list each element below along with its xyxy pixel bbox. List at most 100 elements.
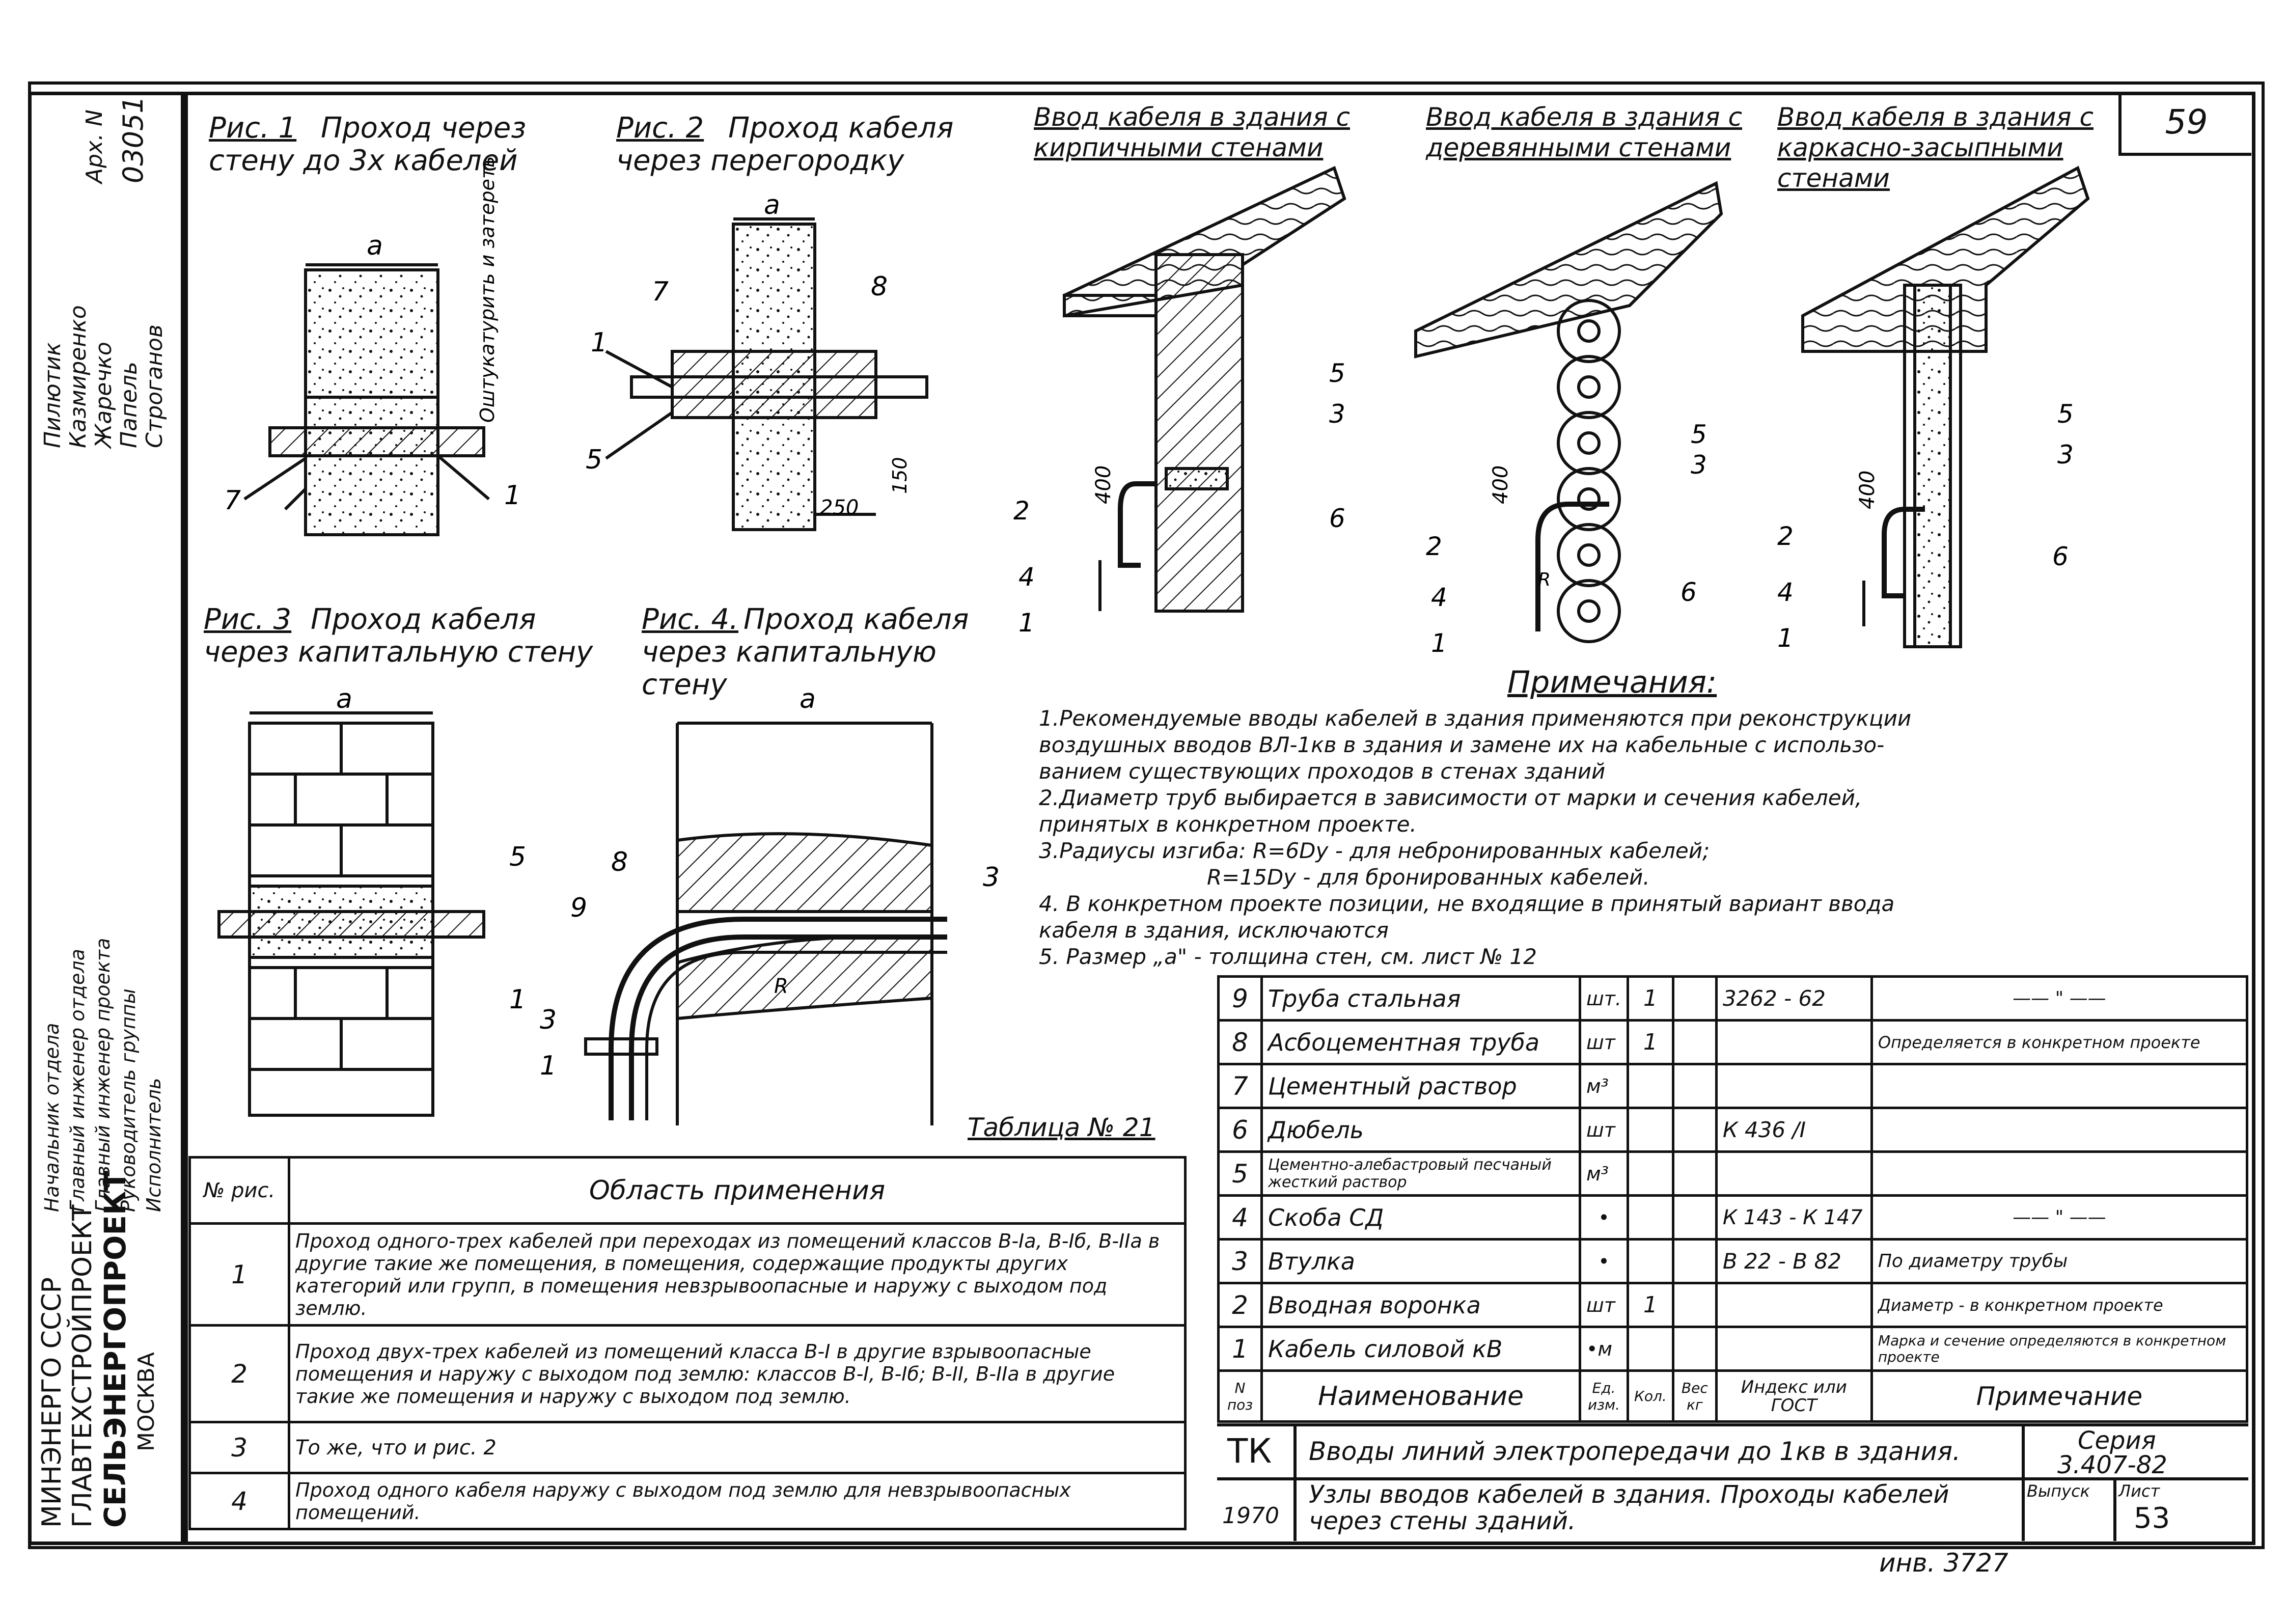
spec-weight — [1671, 1194, 1718, 1241]
fig3-title: Проход кабеля через капитальную стену — [204, 603, 593, 669]
spec-header-unit: Ед. изм. — [1579, 1369, 1629, 1423]
spec-index — [1715, 1150, 1873, 1197]
sheet-number-box: 59 — [2118, 92, 2251, 156]
drawing-frame — [181, 92, 2255, 1545]
fig2-dim: а — [764, 190, 780, 221]
entry3-callout-5: 5 — [2057, 399, 2074, 429]
fig1-note: Оштукатурить и затереть — [476, 156, 499, 423]
spec-index — [1715, 1282, 1873, 1328]
entry3-drawing — [1801, 166, 2090, 648]
spec-name: Труба стальная — [1260, 975, 1581, 1022]
fig1-callout-7: 7 — [224, 485, 241, 516]
title-line2: Узлы вводов кабелей в здания. Проходы ка… — [1309, 1480, 1949, 1535]
entry1-callout-5: 5 — [1329, 359, 1345, 388]
spec-index — [1715, 1019, 1873, 1065]
fig2-dim-150: 150 — [889, 457, 911, 494]
spec-weight — [1671, 1063, 1718, 1109]
spec-pos: 1 — [1217, 1326, 1263, 1372]
spec-pos: 5 — [1217, 1150, 1263, 1197]
spec-unit: шт — [1579, 1019, 1629, 1065]
entry2-title: Ввод кабеля в здания с деревянными стена… — [1426, 102, 1742, 162]
spec-index: 3262 - 62 — [1715, 975, 1873, 1022]
entry2-callout-4: 4 — [1431, 583, 1447, 612]
spec-unit: шт. — [1579, 975, 1629, 1022]
fig2-drawing — [605, 217, 928, 531]
fig1-label: Рис. 1 — [209, 112, 297, 145]
entry2-callout-1: 1 — [1431, 628, 1447, 658]
spec-pos: 7 — [1217, 1063, 1263, 1109]
fig1-title: Проход через стену до 3х кабелей — [209, 112, 527, 177]
spec-pos: 9 — [1217, 975, 1263, 1022]
spec-qty: 1 — [1627, 975, 1674, 1022]
spec-pos: 3 — [1217, 1238, 1263, 1284]
entry1-dim: 400 — [1092, 465, 1115, 504]
spec-name: Дюбель — [1260, 1107, 1581, 1153]
fig2-dim-250: 250 — [820, 496, 859, 519]
spec-note: —— " —— — [1870, 1194, 2249, 1241]
spec-name: Вводная воронка — [1260, 1282, 1581, 1328]
note-line: кабеля в здания, исключаются — [1039, 918, 1389, 943]
spec-pos: 4 — [1217, 1194, 1263, 1241]
sheet-value: 53 — [2134, 1502, 2170, 1535]
table21-header-n: № рис. — [188, 1156, 290, 1225]
left-strip — [28, 92, 188, 1545]
table21-row-n: 2 — [188, 1324, 290, 1423]
spec-index — [1715, 1063, 1873, 1109]
table21-row-text: То же, что и рис. 2 — [288, 1421, 1187, 1474]
spec-weight — [1671, 1150, 1718, 1197]
note-line: 2.Диаметр труб выбирается в зависимости … — [1039, 785, 1862, 810]
entry2-dim: 400 — [1489, 465, 1512, 504]
fig3-callout-5: 5 — [509, 842, 526, 872]
spec-unit: • — [1579, 1238, 1629, 1284]
spec-weight — [1671, 1107, 1718, 1153]
spec-unit: •м — [1579, 1326, 1629, 1372]
entry2-radius: R — [1538, 569, 1551, 590]
table21-row-n: 4 — [188, 1472, 290, 1530]
spec-pos: 8 — [1217, 1019, 1263, 1065]
note-line: принятых в конкретном проекте. — [1039, 812, 1417, 837]
spec-header-index: Индекс или ГОСТ — [1715, 1369, 1873, 1423]
issue-label: Выпуск — [2027, 1481, 2090, 1501]
fig4-callout-1: 1 — [540, 1051, 557, 1081]
fig3-label: Рис. 3 — [204, 603, 292, 636]
table21-row-n: 1 — [188, 1222, 290, 1327]
spec-name: Кабель силовой кВ — [1260, 1326, 1581, 1372]
fig4-callout-9: 9 — [570, 893, 587, 923]
entry3-callout-2: 2 — [1777, 521, 1794, 551]
sheet-number: 59 — [2165, 102, 2208, 142]
spec-note — [1870, 1150, 2249, 1197]
fig2-callout-8: 8 — [871, 271, 888, 302]
spec-name: Цементно-алебастровый песчаный жесткий р… — [1260, 1150, 1581, 1197]
entry1-drawing — [1063, 166, 1346, 613]
table21-title: Таблица № 21 — [968, 1113, 1155, 1142]
spec-pos: 6 — [1217, 1107, 1263, 1153]
fig2-title: Проход кабеля через перегородку — [616, 112, 954, 177]
spec-name: Втулка — [1260, 1238, 1581, 1284]
notes-title: Примечания: — [1507, 665, 1717, 700]
spec-note: Определяется в конкретном проекте — [1870, 1019, 2249, 1065]
spec-qty — [1627, 1063, 1674, 1109]
spec-note: Диаметр - в конкретном проекте — [1870, 1282, 2249, 1328]
spec-weight — [1671, 975, 1718, 1022]
spec-qty — [1627, 1326, 1674, 1372]
entry1-callout-6: 6 — [1329, 504, 1345, 533]
fig2-callout-5: 5 — [586, 445, 602, 475]
spec-note: По диаметру трубы — [1870, 1238, 2249, 1284]
spec-header-pos: N поз — [1217, 1369, 1263, 1423]
spec-header-name: Наименование — [1260, 1369, 1581, 1423]
fig4-callout-8: 8 — [611, 847, 628, 877]
series-label: Серия — [2078, 1426, 2156, 1455]
entry3-dim: 400 — [1856, 471, 1879, 509]
spec-qty — [1627, 1194, 1674, 1241]
note-line: 1.Рекомендуемые вводы кабелей в здания п… — [1039, 706, 1912, 731]
entry2-callout-3: 3 — [1691, 450, 1707, 480]
fig4-drawing — [584, 722, 947, 1125]
title-line1: Вводы линий электропередачи до 1кв в зда… — [1309, 1437, 1961, 1466]
note-line: 3.Радиусы изгиба: R=6Dу - для неброниров… — [1039, 838, 1710, 863]
spec-name: Цементный раствор — [1260, 1063, 1581, 1109]
spec-qty: 1 — [1627, 1282, 1674, 1328]
spec-unit: м³ — [1579, 1150, 1629, 1197]
spec-note: —— " —— — [1870, 975, 2249, 1022]
